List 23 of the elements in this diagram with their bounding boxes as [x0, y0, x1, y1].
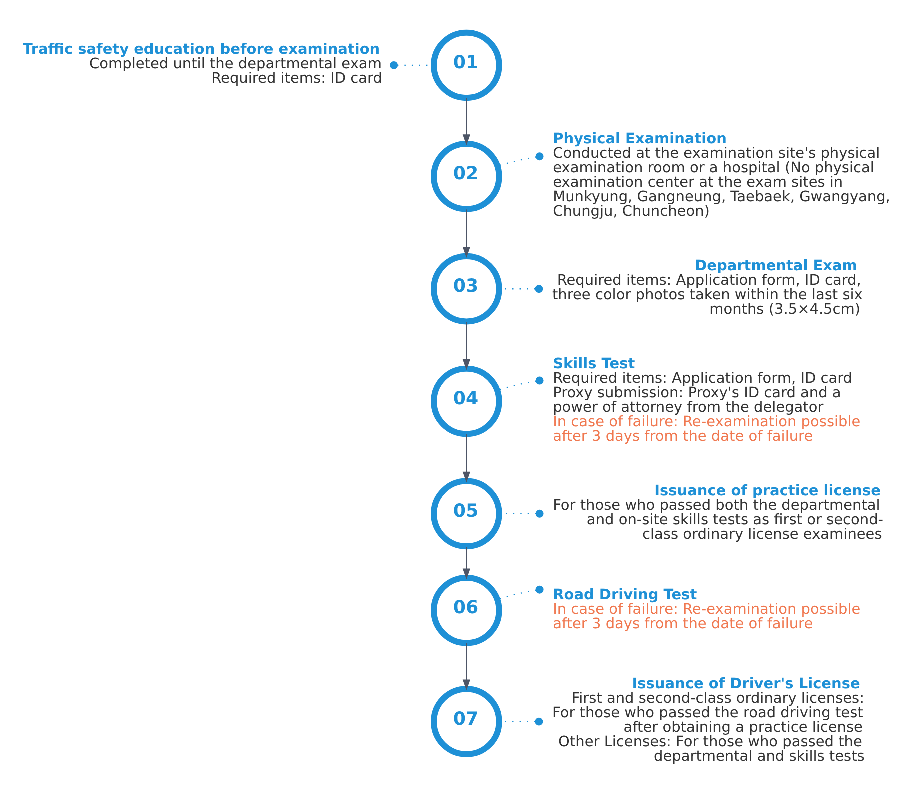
arrow — [462, 547, 470, 580]
node-text: Departmental Exam Required items: Application form, ID card, three color photos taken within the last six months (3.5×4.5cm) — [552, 258, 863, 318]
connector — [498, 152, 544, 167]
node-text: Issuance of practice license For those who passed both the departmental and on-site skills tests as first or second-class ordinary license examinees — [553, 483, 884, 543]
node-text: Skills Test Required items: Application form, ID card Proxy submission: Proxy's ID card and a power of attorney from the delegator In case of failure: Re-examination possible after 3 days from the date of failure — [553, 356, 861, 445]
connector — [497, 376, 544, 392]
node-circle: 05 — [431, 478, 502, 550]
node-text: Physical Examination Conducted at the examination site's physical examination room or a hospital (No physical examination center at the exam sites in Munkyung, Gangneung, Taebaek, Gwangyang, Chungju, Chuncheon) — [553, 132, 890, 220]
arrow — [462, 98, 470, 146]
node-text: Traffic safety education before examination Completed until the departmental exam Required items: ID card — [23, 42, 382, 88]
node-text: Issuance of Driver's License First and second-class ordinary licenses: For those who passed the road driving test after obtaining a practice license Other Licenses: For those who passed the departmental and skills tests — [552, 676, 865, 766]
arrow — [462, 210, 470, 258]
node-text: Road Driving Test In case of failure: Re-examination possible after 3 days from the date of failure — [553, 587, 861, 632]
node-circle: 01 — [431, 30, 502, 102]
node-circle: 02 — [431, 141, 502, 212]
connector — [497, 586, 544, 600]
arrow — [462, 434, 470, 483]
node-circle: 06 — [431, 574, 502, 646]
node-circle: 03 — [431, 253, 502, 325]
node-circle: 04 — [431, 366, 502, 438]
arrow — [462, 322, 470, 370]
arrow — [462, 643, 470, 691]
node-circle: 07 — [431, 686, 502, 758]
